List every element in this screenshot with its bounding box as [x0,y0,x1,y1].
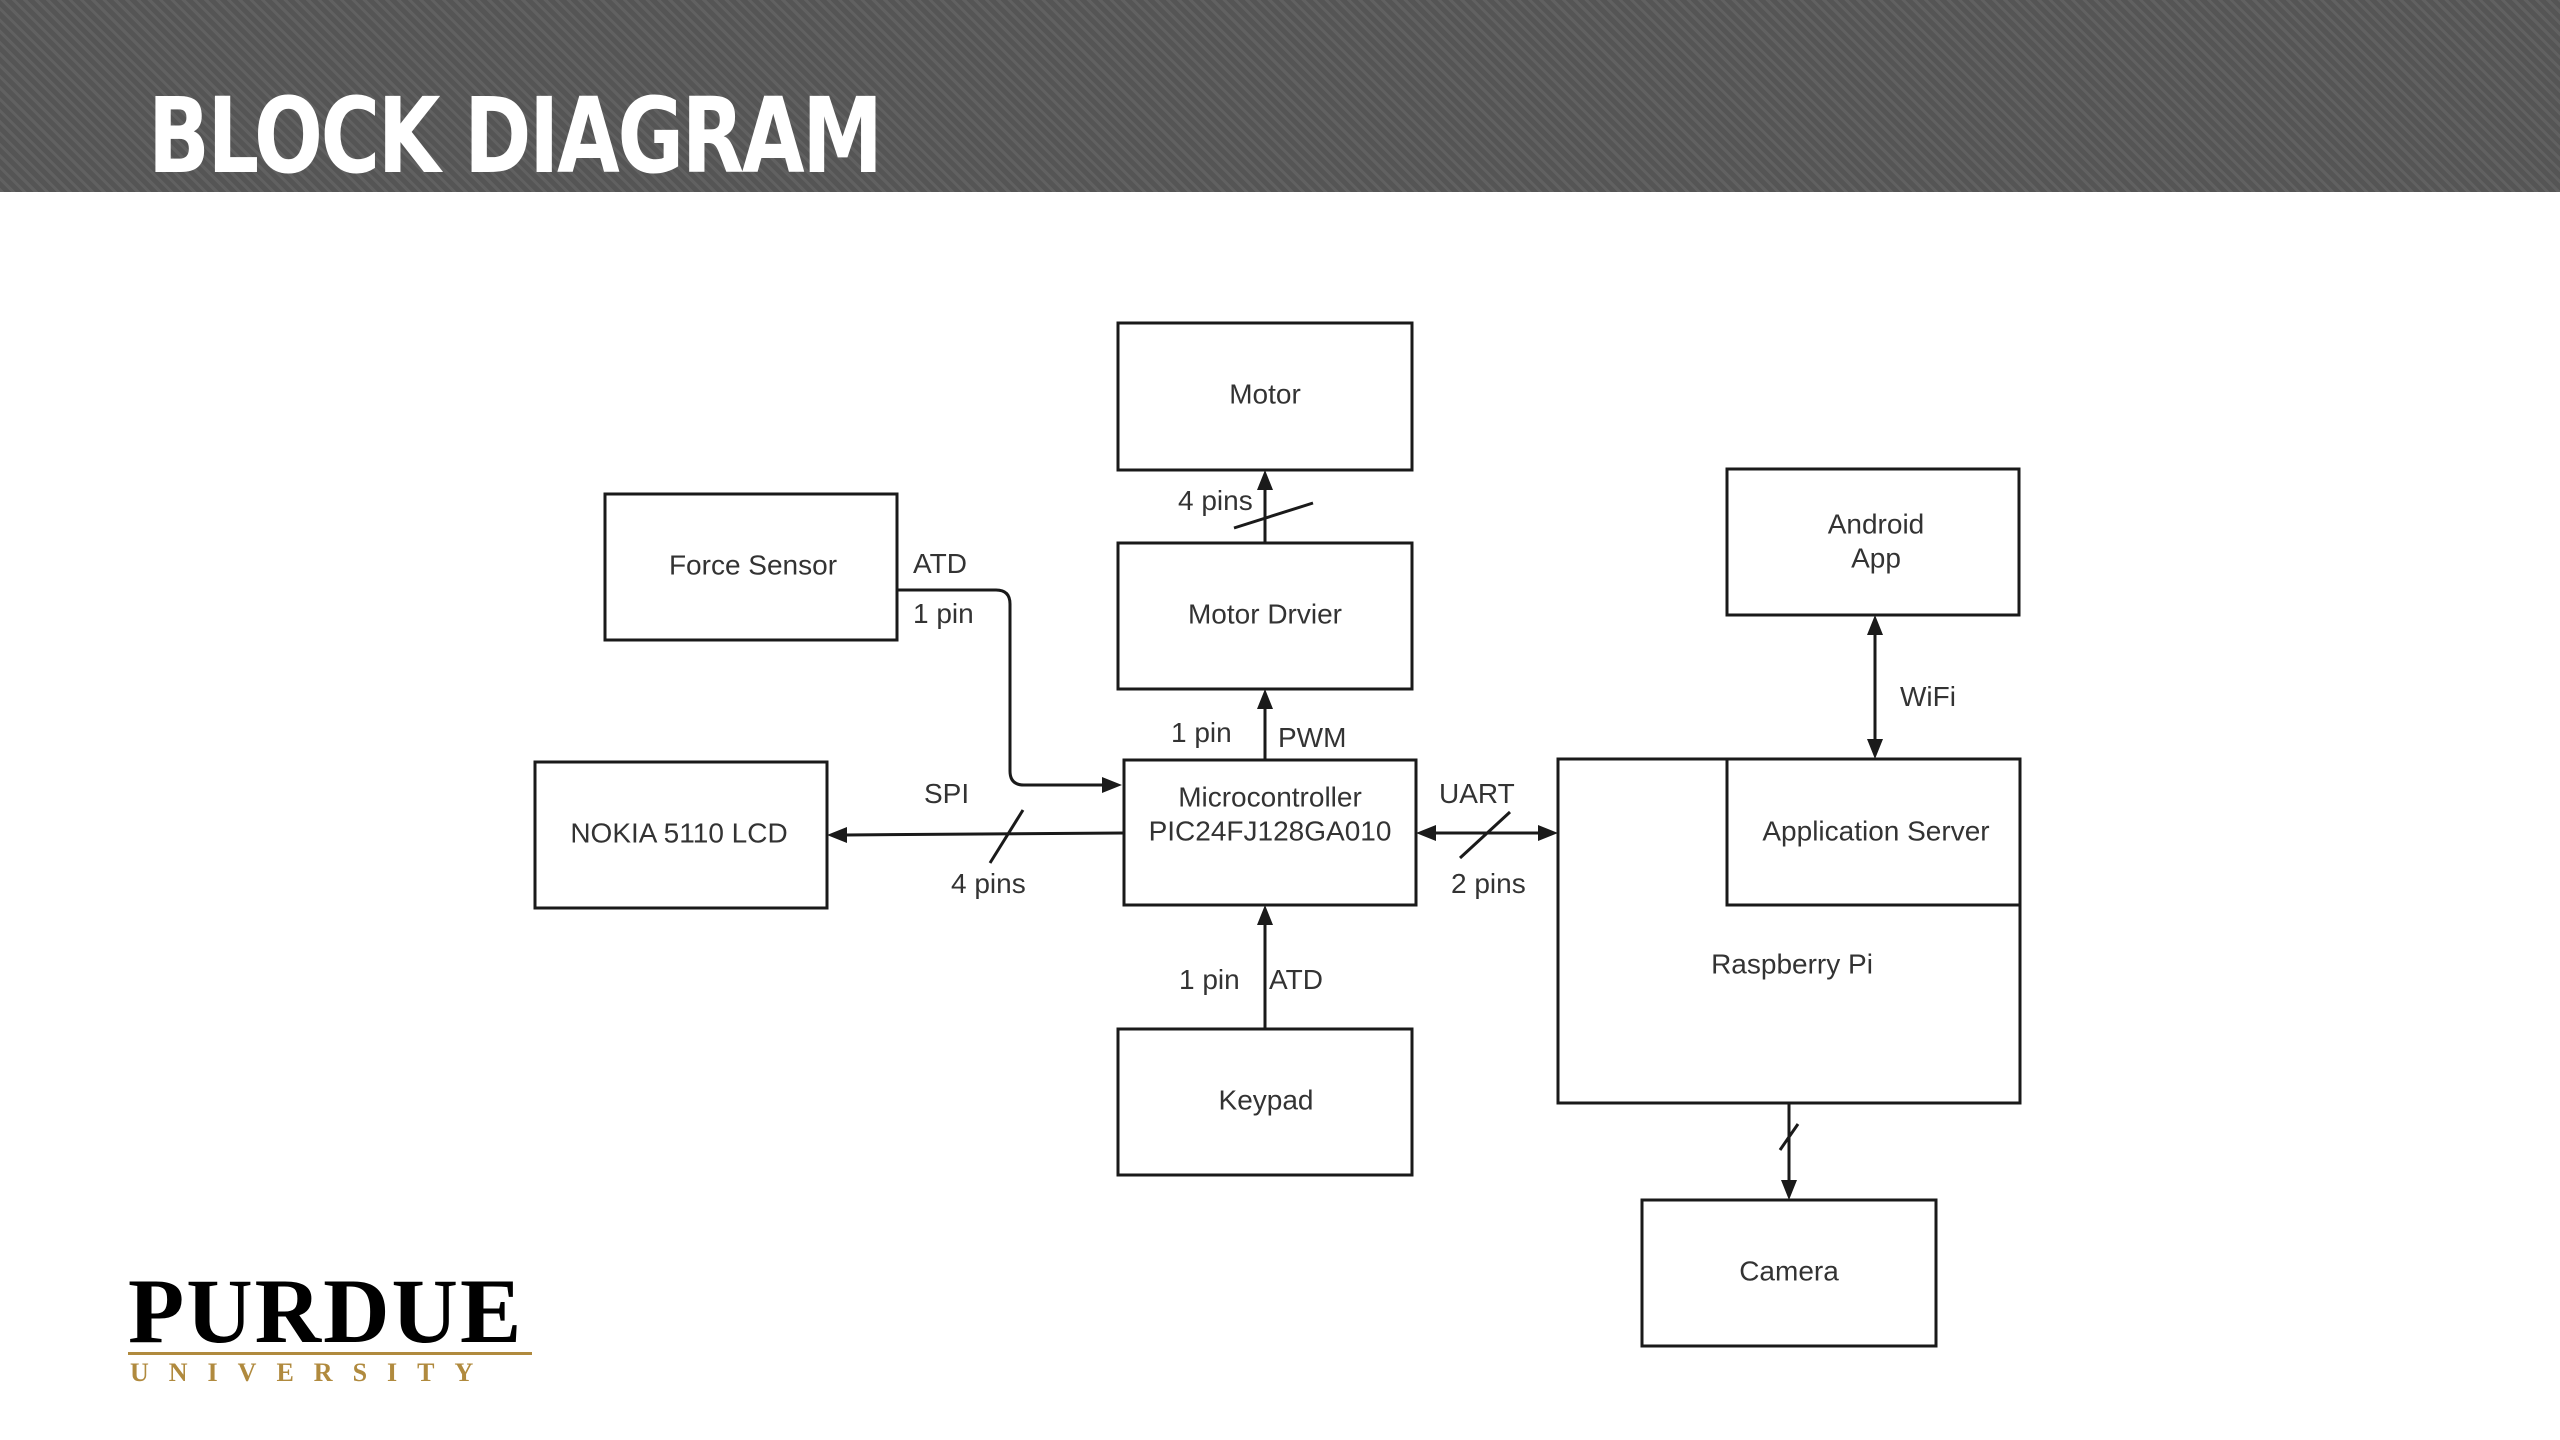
wifi-connector: WiFi [1867,615,1956,759]
android-app-block: Android App [1725,467,2021,617]
logo-rule [128,1352,532,1355]
camera-block: Camera [1640,1198,1938,1348]
slide-title: BLOCK DIAGRAM [148,75,883,197]
keypad-label: Keypad [1219,1084,1314,1115]
keypad-block: Keypad [1116,1027,1414,1177]
bus-slash [1233,501,1314,530]
pwm-label: PWM [1278,722,1346,753]
spi-label: SPI [924,778,969,809]
mcu-to-driver-connector: 1 pin PWM [1171,689,1346,760]
keypad-to-mcu-connector: 1 pin ATD [1179,905,1323,1029]
logo-wordmark: PURDUE [128,1268,524,1350]
wifi-label: WiFi [1900,681,1956,712]
lcd-label: NOKIA 5110 LCD [570,817,787,848]
driver-to-motor-connector: 4 pins [1178,470,1314,543]
motor-label: Motor [1229,378,1301,409]
microcontroller-label: Microcontroller [1178,781,1362,812]
force-sensor-block: Force Sensor [603,492,899,642]
microcontroller-block: Microcontroller PIC24FJ128GA010 [1122,758,1418,907]
camera-label: Camera [1739,1255,1839,1286]
force-atd-label: ATD [913,548,967,579]
pwm-pins-label: 1 pin [1171,717,1232,748]
android-app-label-line2: App [1851,542,1901,573]
keypad-atd-label: ATD [1269,964,1323,995]
bus-slash [1778,1123,1800,1151]
keypad-pins-label: 1 pin [1179,964,1240,995]
application-server-block: Application Server [1725,757,2022,907]
rpi-to-camera-connector [1778,1103,1800,1200]
mcu-rpi-uart-connector: UART 2 pins [1416,778,1558,899]
android-app-label-line1: Android [1828,508,1925,539]
microcontroller-part-label: PIC24FJ128GA010 [1149,815,1392,846]
purdue-logo: PURDUE UNIVERSITY [128,1268,558,1388]
mcu-to-lcd-connector: SPI 4 pins [827,778,1125,899]
force-sensor-label: Force Sensor [669,549,837,580]
title-banner [0,0,2560,192]
force-pins-label: 1 pin [913,598,974,629]
application-server-label: Application Server [1762,815,1989,846]
motor-pins-label: 4 pins [1178,485,1253,516]
uart-label: UART [1439,778,1515,809]
bus-slash [988,809,1025,864]
logo-subtitle: UNIVERSITY [130,1358,494,1387]
bus-slash [1458,810,1512,860]
force-sensor-to-mcu-connector: ATD 1 pin [897,548,1122,793]
lcd-block: NOKIA 5110 LCD [533,760,829,910]
spi-pins-label: 4 pins [951,868,1026,899]
motor-block: Motor [1116,321,1414,472]
raspberry-pi-label: Raspberry Pi [1711,948,1873,979]
motor-driver-block: Motor Drvier [1116,541,1414,691]
uart-pins-label: 2 pins [1451,868,1526,899]
motor-driver-label: Motor Drvier [1188,598,1342,629]
